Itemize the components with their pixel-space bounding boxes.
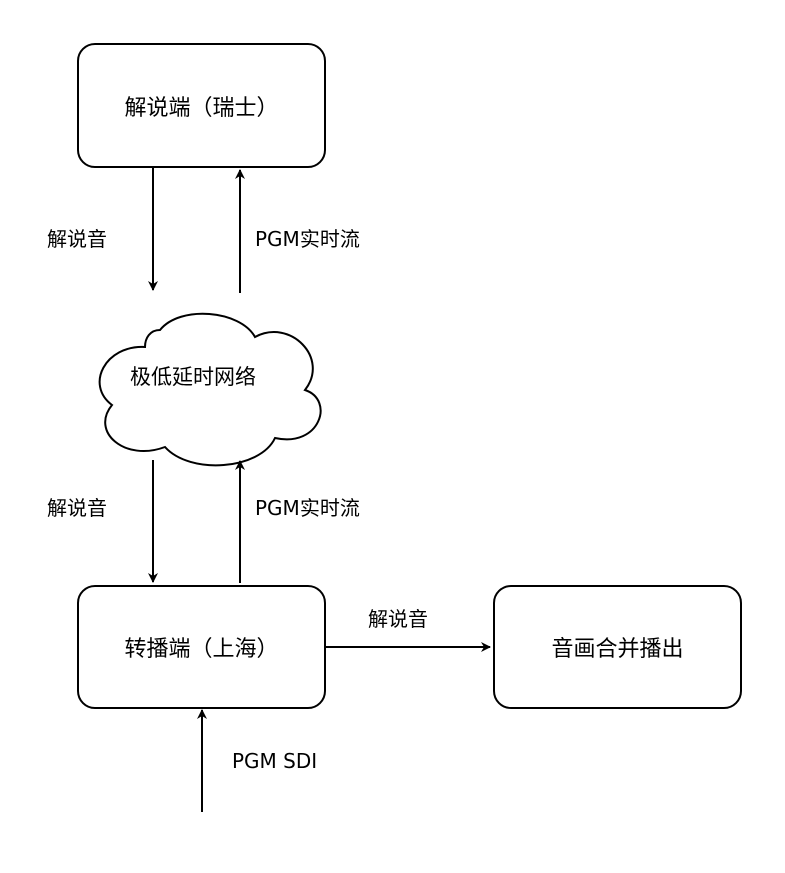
- mix-output-node[interactable]: 音画合并播出: [493, 585, 742, 709]
- mix-output-label: 音画合并播出: [551, 637, 684, 662]
- edge-label-pgm-sdi: PGM SDI: [232, 749, 318, 773]
- edge-label-commentary-right: 解说音: [368, 607, 428, 631]
- relay-end-label: 转播端（上海）: [124, 637, 279, 662]
- network-label: 极低延时网络: [130, 365, 256, 389]
- commentary-end-label: 解说端（瑞士）: [124, 95, 279, 121]
- edge-label-pgm-up-top: PGM实时流: [255, 227, 360, 251]
- relay-end-node[interactable]: 转播端（上海）: [77, 585, 326, 709]
- edge-label-commentary-down-top: 解说音: [47, 227, 107, 251]
- network-cloud-shape: [98, 312, 322, 467]
- edge-label-commentary-down-bottom: 解说音: [47, 496, 107, 520]
- edge-label-pgm-up-bottom: PGM实时流: [255, 496, 360, 520]
- commentary-end-node[interactable]: 解说端（瑞士）: [77, 43, 326, 168]
